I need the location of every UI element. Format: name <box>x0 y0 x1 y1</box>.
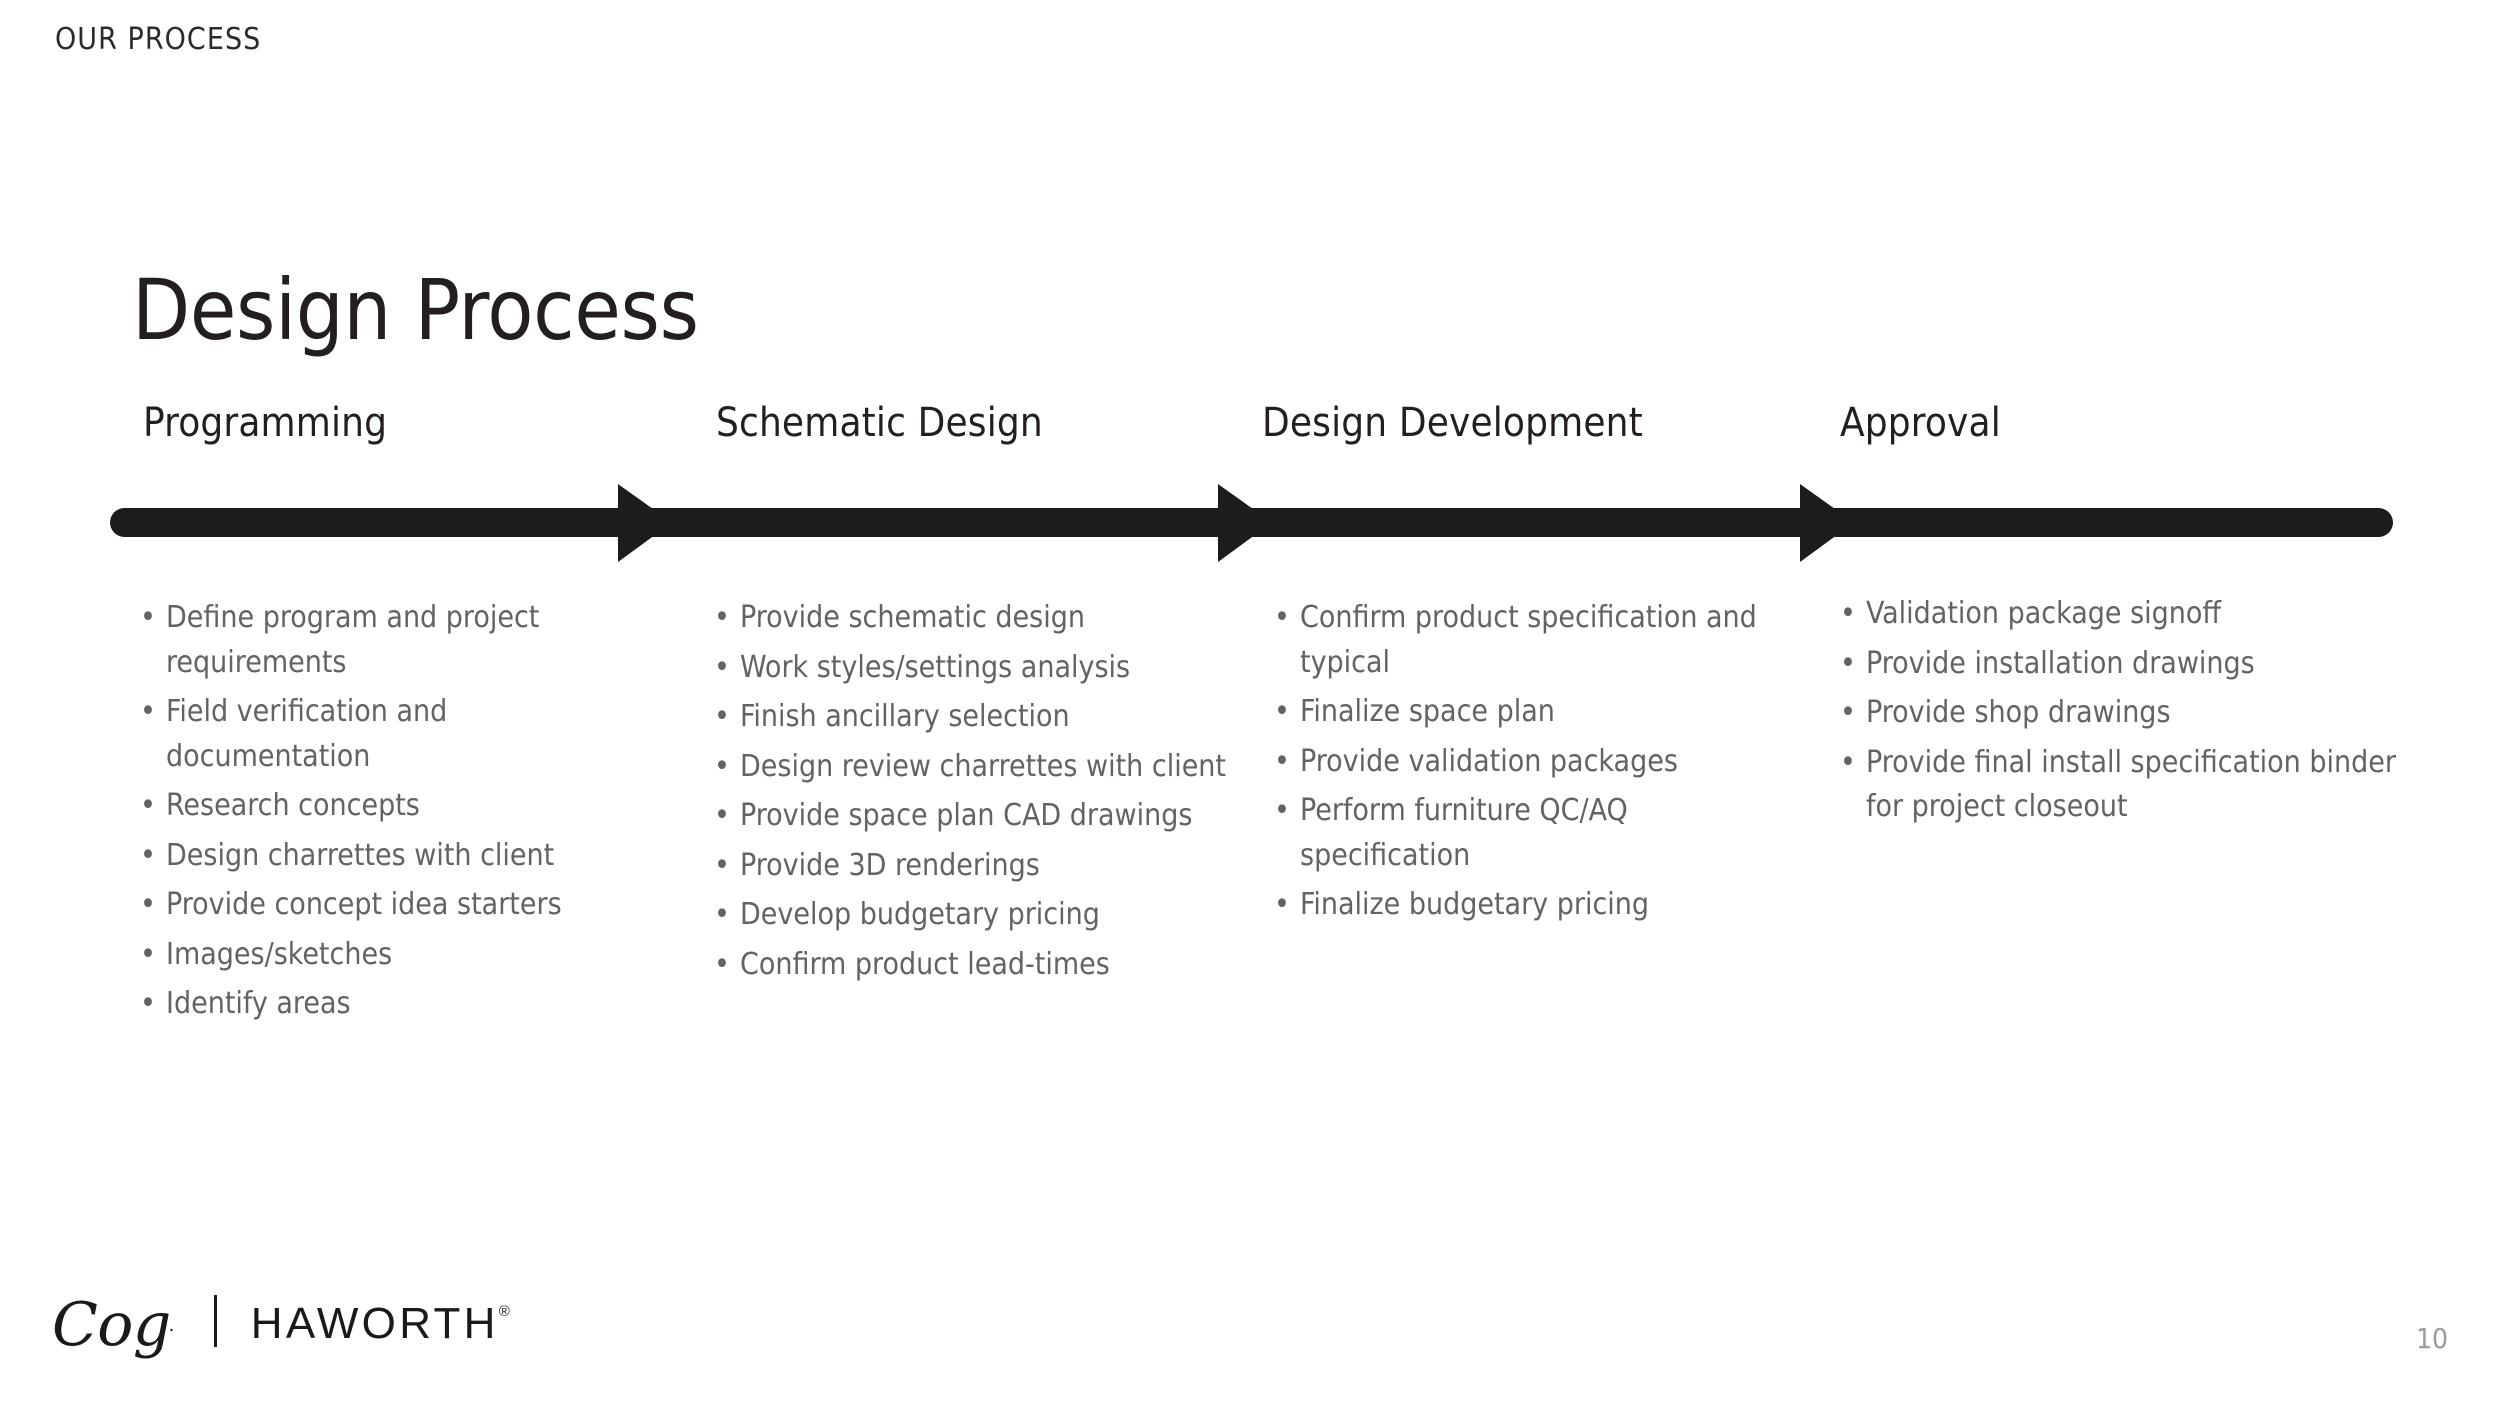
list-item-text: Provide concept idea starters <box>166 887 562 923</box>
list-item: • Provide final install specification bin… <box>1838 741 2398 830</box>
bullet-icon: • <box>140 936 156 972</box>
list-item: • Provide concept idea starters <box>138 883 658 928</box>
cog-logo: Cog. <box>52 1295 174 1355</box>
list-item: • Research concepts <box>138 784 658 829</box>
list-item: • Confirm product lead-times <box>712 943 1232 988</box>
timeline-arrowhead-2 <box>1218 484 1272 562</box>
list-item: • Provide schematic design <box>712 596 1232 641</box>
list-item: • Perform furniture QC/AQ specification <box>1272 789 1792 878</box>
bullet-icon: • <box>714 897 730 933</box>
list-item-text: Finalize budgetary pricing <box>1300 887 1650 923</box>
list-item: • Define program and project requirements <box>138 596 658 685</box>
bullet-icon: • <box>140 694 156 730</box>
list-item-text: Work styles/settings analysis <box>740 649 1131 685</box>
list-item: • Finalize budgetary pricing <box>1272 883 1792 928</box>
bullet-icon: • <box>1274 743 1290 779</box>
column-heading: Design Development <box>1262 400 1643 446</box>
list-item: • Provide validation packages <box>1272 740 1792 785</box>
bullet-icon: • <box>1840 695 1856 731</box>
column-heading: Programming <box>143 400 388 446</box>
bullet-icon: • <box>1274 887 1290 923</box>
column-heading: Approval <box>1840 400 2001 446</box>
haworth-logo-wordmark: HAWORTH <box>250 1299 499 1348</box>
list-item: • Images/sketches <box>138 933 658 978</box>
list-item: • Provide installation drawings <box>1838 642 2398 687</box>
bullet-icon: • <box>714 748 730 784</box>
list-item: • Develop budgetary pricing <box>712 893 1232 938</box>
logo-divider <box>213 1295 217 1347</box>
bullet-icon: • <box>1274 793 1290 829</box>
bullet-icon: • <box>140 788 156 824</box>
list-item: • Work styles/settings analysis <box>712 646 1232 691</box>
list-item-text: Design review charrettes with client <box>740 748 1226 784</box>
page-number: 10 <box>2415 1322 2448 1355</box>
column-bullet-list: • Define program and project requirements… <box>138 596 658 1032</box>
bullet-icon: • <box>1840 744 1856 780</box>
bullet-icon: • <box>714 847 730 883</box>
list-item-text: Provide 3D renderings <box>740 847 1040 883</box>
column-bullet-list: • Validation package signoff • Provide ins… <box>1838 592 2398 835</box>
cog-logo-mark: . <box>168 1315 175 1336</box>
list-item-text: Provide schematic design <box>740 600 1085 635</box>
column-heading: Schematic Design <box>716 400 1043 446</box>
footer-logo-lockup: Cog. HAWORTH® <box>52 1287 510 1359</box>
timeline-bar-group <box>110 484 2393 562</box>
bullet-icon: • <box>1274 600 1290 635</box>
list-item-text: Field verification and documentation <box>166 694 448 774</box>
list-item-text: Design charrettes with client <box>166 837 555 873</box>
column-bullet-list: • Confirm product specification and typic… <box>1272 596 1792 933</box>
list-item-text: Validation package signoff <box>1866 596 2221 631</box>
list-item-text: Images/sketches <box>166 936 393 972</box>
list-item: • Field verification and documentation <box>138 690 658 779</box>
list-item: • Provide space plan CAD drawings <box>712 794 1232 839</box>
bullet-icon: • <box>140 600 156 635</box>
list-item: • Design review charrettes with client <box>712 745 1232 790</box>
cog-logo-wordmark: Cog <box>52 1290 171 1360</box>
bullet-icon: • <box>140 887 156 923</box>
timeline-arrowhead-3 <box>1800 484 1854 562</box>
bullet-icon: • <box>140 837 156 873</box>
list-item-text: Perform furniture QC/AQ specification <box>1300 793 1628 873</box>
list-item: • Finish ancillary selection <box>712 695 1232 740</box>
list-item-text: Develop budgetary pricing <box>740 897 1100 933</box>
haworth-logo: HAWORTH® <box>251 1302 510 1346</box>
list-item: • Finalize space plan <box>1272 690 1792 735</box>
bullet-icon: • <box>140 986 156 1022</box>
list-item: • Provide 3D renderings <box>712 844 1232 889</box>
bullet-icon: • <box>1840 645 1856 681</box>
slide-kicker: OUR PROCESS <box>55 22 262 57</box>
list-item-text: Confirm product specification and typica… <box>1300 600 1757 680</box>
bullet-icon: • <box>714 946 730 982</box>
list-item: • Provide shop drawings <box>1838 691 2398 736</box>
bullet-icon: • <box>714 649 730 685</box>
list-item: • Validation package signoff <box>1838 592 2398 637</box>
page-title: Design Process <box>132 261 699 360</box>
list-item: • Confirm product specification and typic… <box>1272 596 1792 685</box>
list-item-text: Provide shop drawings <box>1866 695 2171 731</box>
list-item-text: Identify areas <box>166 986 351 1022</box>
registered-trademark-icon: ® <box>498 1303 510 1320</box>
process-timeline-arrow <box>0 470 2500 580</box>
list-item-text: Finalize space plan <box>1300 694 1555 730</box>
list-item-text: Provide final install specification bind… <box>1866 744 2396 825</box>
bullet-icon: • <box>1274 694 1290 730</box>
bullet-icon: • <box>1840 596 1856 631</box>
list-item: • Identify areas <box>138 982 658 1027</box>
list-item: • Design charrettes with client <box>138 834 658 879</box>
list-item-text: Confirm product lead-times <box>740 946 1110 982</box>
bullet-icon: • <box>714 798 730 834</box>
list-item-text: Research concepts <box>166 788 420 824</box>
bullet-icon: • <box>714 699 730 735</box>
list-item-text: Finish ancillary selection <box>740 699 1070 735</box>
list-item-text: Define program and project requirements <box>166 600 540 680</box>
list-item-text: Provide validation packages <box>1300 743 1678 779</box>
bullet-icon: • <box>714 600 730 635</box>
timeline-arrowhead-1 <box>618 484 672 562</box>
list-item-text: Provide space plan CAD drawings <box>740 798 1193 834</box>
column-bullet-list: • Provide schematic design • Work styles/s… <box>712 596 1232 992</box>
list-item-text: Provide installation drawings <box>1866 645 2255 681</box>
